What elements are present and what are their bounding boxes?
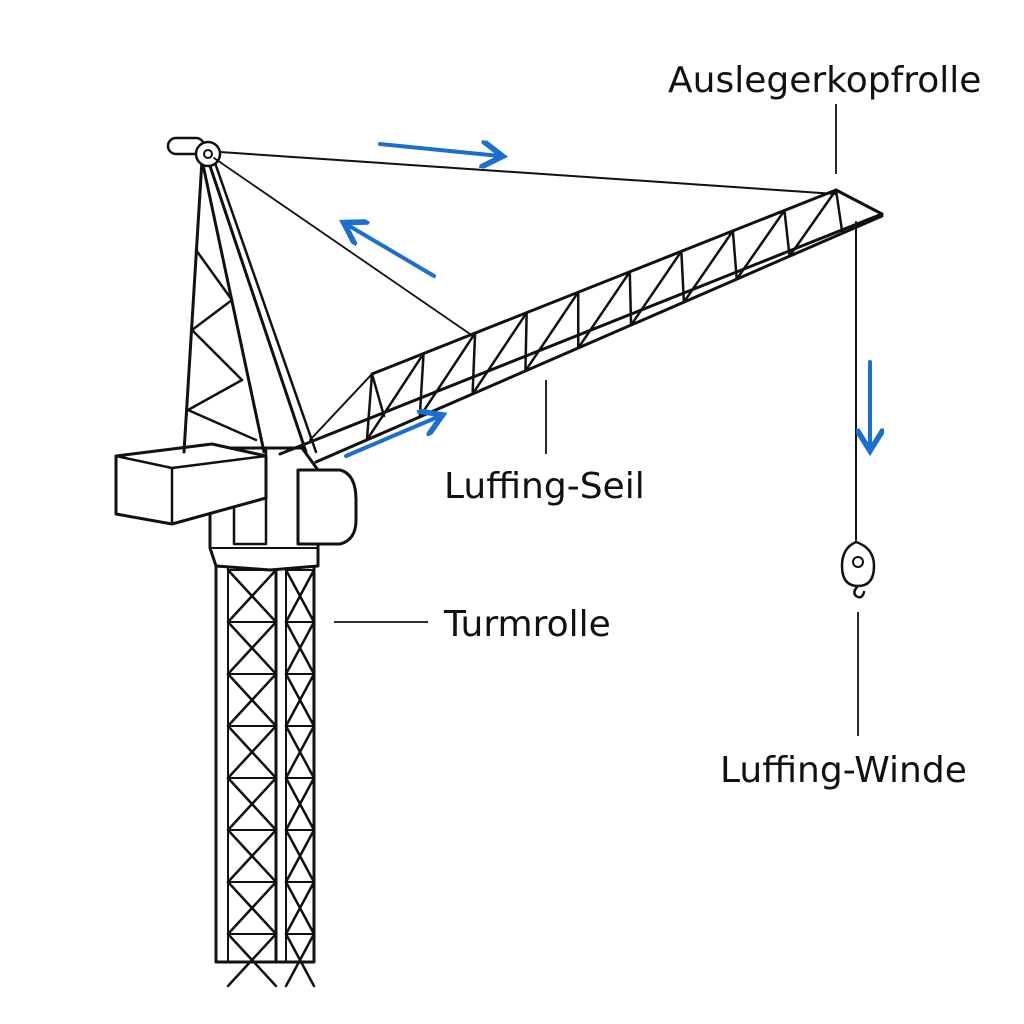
label-tower-sheave: Turmrolle xyxy=(443,604,611,645)
label-jib-head-sheave: Auslegerkopfrolle xyxy=(668,60,981,101)
label-luffing-rope: Luffing-Seil xyxy=(444,466,645,507)
direction-arrows xyxy=(344,144,870,458)
hook-block xyxy=(840,540,876,599)
label-luffing-winch: Luffing-Winde xyxy=(720,750,967,791)
tower-mast xyxy=(214,560,316,988)
tower-top-sheave xyxy=(166,136,222,168)
a-frame-lattice xyxy=(186,248,258,442)
leader-lines xyxy=(334,104,859,736)
mast-lattice xyxy=(226,568,316,988)
arrow-diagonal-up-left xyxy=(346,224,436,278)
jib-lattice xyxy=(365,188,844,442)
arrow-boom-up-right xyxy=(344,416,440,458)
jib-boom xyxy=(278,188,884,464)
counterweight xyxy=(114,442,268,526)
a-frame xyxy=(182,158,318,454)
arrow-top-rope-right xyxy=(378,144,500,156)
